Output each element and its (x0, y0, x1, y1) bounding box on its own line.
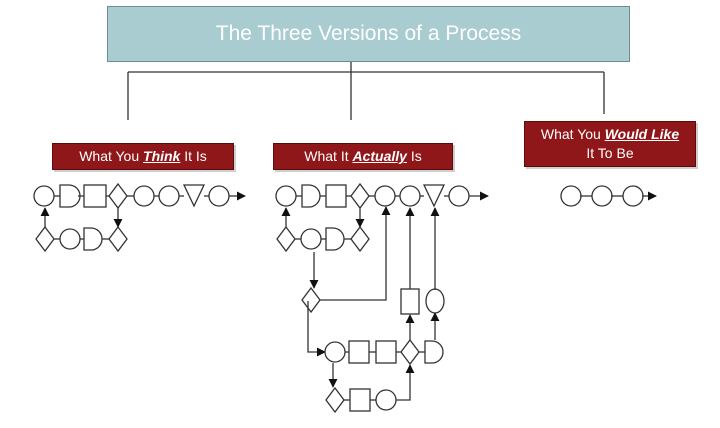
label-prefix: What It (304, 148, 353, 164)
decision-diamond (35, 225, 55, 253)
process-oval (425, 288, 445, 314)
inventory-triangle (182, 184, 206, 208)
label-prefix: What You (79, 148, 144, 164)
decision-diamond (301, 286, 321, 314)
delay-shape (325, 227, 345, 251)
label-think-it-is: What You Think It Is (52, 143, 234, 170)
process-box (325, 184, 347, 208)
flow-would-like (560, 185, 657, 207)
decision-diamond (276, 225, 296, 253)
process-circle (300, 228, 322, 250)
process-circle (448, 185, 470, 207)
tree-connector (127, 62, 605, 120)
label-prefix: What You (540, 126, 605, 142)
process-circle (399, 185, 421, 207)
process-circle (158, 185, 180, 207)
diagram-title: The Three Versions of a Process (107, 6, 630, 62)
flow-actually (275, 182, 489, 414)
process-circle (133, 185, 155, 207)
decision-diamond (108, 225, 128, 253)
process-circle (208, 185, 230, 207)
process-box (400, 288, 420, 315)
process-circle (591, 185, 613, 207)
delay-shape (59, 184, 81, 208)
label-emphasis: Think (143, 148, 181, 164)
label-emphasis: Actually (352, 148, 407, 164)
process-circle (275, 185, 297, 207)
process-circle (560, 185, 582, 207)
process-circle (374, 185, 396, 207)
process-circle (33, 185, 55, 207)
process-box (348, 340, 370, 364)
decision-diamond (108, 182, 128, 210)
label-actually-is: What It Actually Is (273, 143, 453, 170)
label-suffix: It To Be (586, 145, 634, 161)
label-suffix: It Is (180, 148, 207, 164)
process-circle (375, 389, 397, 411)
process-box (375, 340, 397, 364)
flow-think (33, 182, 246, 253)
process-circle (622, 185, 644, 207)
decision-diamond (350, 182, 370, 210)
delay-shape (83, 227, 103, 251)
label-would-like: What You Would Like It To Be (524, 121, 696, 167)
decision-diamond (400, 338, 420, 366)
process-box (349, 388, 371, 412)
process-box (83, 184, 107, 208)
decision-diamond (350, 225, 370, 253)
inventory-triangle (422, 184, 446, 208)
label-emphasis: Would Like (604, 126, 680, 142)
process-circle (59, 228, 81, 250)
delay-shape (424, 340, 444, 364)
delay-shape (301, 184, 321, 208)
label-suffix: Is (406, 148, 422, 164)
process-circle (324, 341, 346, 363)
decision-diamond (325, 386, 345, 414)
